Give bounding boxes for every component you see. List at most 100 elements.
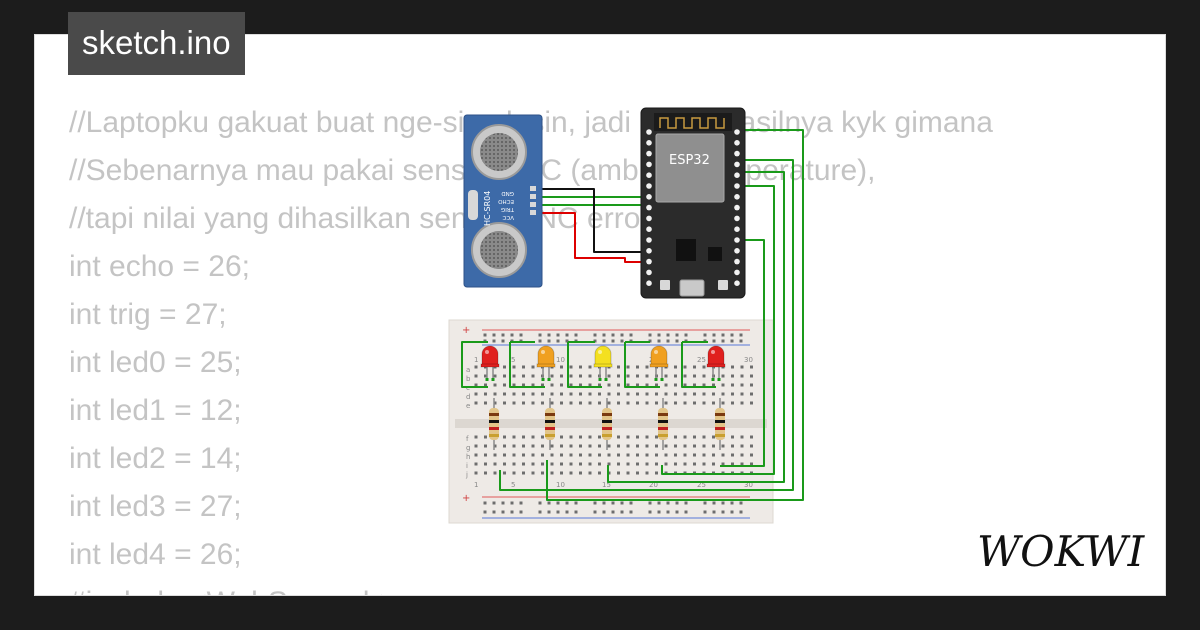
breadboard-hole bbox=[684, 510, 688, 514]
resistor[interactable] bbox=[658, 398, 668, 450]
led-orange[interactable] bbox=[649, 345, 669, 381]
breadboard-hole bbox=[721, 444, 725, 448]
breadboard-hole bbox=[721, 462, 725, 466]
breadboard-hole bbox=[501, 501, 505, 505]
breadboard-hole bbox=[569, 444, 573, 448]
breadboard-hole bbox=[484, 444, 487, 448]
esp32-pin bbox=[734, 150, 740, 157]
breadboard-hole bbox=[645, 462, 649, 466]
breadboard-hole bbox=[674, 444, 677, 448]
esp32-pin bbox=[734, 172, 740, 178]
row-letter: b bbox=[466, 375, 471, 383]
breadboard-hole bbox=[607, 462, 611, 466]
breadboard-hole bbox=[702, 453, 706, 457]
breadboard-hole bbox=[655, 471, 658, 475]
breadboard-hole bbox=[703, 501, 707, 505]
breadboard-hole bbox=[569, 392, 573, 396]
breadboard-hole bbox=[731, 462, 734, 466]
breadboard-hole bbox=[617, 462, 620, 466]
breadboard-hole bbox=[731, 383, 734, 387]
breadboard-hole bbox=[636, 471, 639, 475]
esp32-pin bbox=[646, 269, 652, 276]
esp32-pin bbox=[734, 215, 740, 222]
breadboard-hole bbox=[750, 392, 753, 396]
column-number: 25 bbox=[697, 356, 706, 364]
breadboard-hole bbox=[693, 444, 696, 448]
breadboard-hole bbox=[626, 471, 630, 475]
led-red[interactable] bbox=[706, 345, 726, 381]
breadboard-hole bbox=[484, 462, 487, 466]
wire-red bbox=[534, 212, 650, 263]
breadboard-hole bbox=[598, 401, 601, 405]
esp32-pin bbox=[734, 237, 740, 243]
breadboard-hole bbox=[702, 444, 706, 448]
breadboard-hole bbox=[740, 453, 744, 457]
breadboard-hole bbox=[721, 510, 725, 514]
breadboard-hole bbox=[626, 383, 630, 387]
breadboard-hole bbox=[664, 392, 668, 396]
wire-green bbox=[499, 159, 794, 491]
breadboard-hole bbox=[484, 392, 487, 396]
breadboard-hole bbox=[684, 501, 688, 505]
breadboard-hole bbox=[629, 510, 633, 514]
breadboard-hole bbox=[588, 401, 592, 405]
breadboard-hole bbox=[648, 333, 652, 337]
breadboard-hole bbox=[503, 471, 506, 475]
wire-green bbox=[720, 239, 765, 467]
breadboard-hole bbox=[629, 333, 633, 337]
resistor[interactable] bbox=[715, 398, 725, 450]
breadboard-hole bbox=[712, 401, 715, 405]
filename-tab[interactable]: sketch.ino bbox=[68, 12, 245, 75]
breadboard-hole bbox=[569, 435, 573, 439]
breadboard-hole bbox=[664, 444, 668, 448]
breadboard-hole bbox=[579, 444, 582, 448]
breadboard-hole bbox=[645, 383, 649, 387]
sensor-pin bbox=[530, 202, 536, 207]
esp32-pin bbox=[734, 204, 740, 211]
breadboard-hole bbox=[721, 333, 725, 337]
resistor[interactable] bbox=[602, 398, 612, 450]
led-yellow[interactable] bbox=[593, 345, 613, 381]
breadboard-hole bbox=[674, 392, 677, 396]
esp32-board[interactable]: ESP32 bbox=[640, 107, 746, 299]
breadboard-hole bbox=[607, 444, 611, 448]
breadboard-hole bbox=[474, 374, 478, 378]
breadboard-hole bbox=[492, 510, 496, 514]
breadboard-hole bbox=[547, 510, 551, 514]
breadboard-hole bbox=[541, 444, 544, 448]
column-number: 10 bbox=[556, 356, 565, 364]
breadboard-hole bbox=[541, 471, 544, 475]
column-number: 15 bbox=[602, 481, 611, 489]
led-orange[interactable] bbox=[536, 345, 556, 381]
resistor[interactable] bbox=[489, 398, 499, 450]
wire-green bbox=[607, 171, 785, 483]
led-red[interactable] bbox=[480, 345, 500, 381]
breadboard-hole bbox=[512, 471, 516, 475]
breadboard-hole bbox=[721, 501, 725, 505]
breadboard-hole bbox=[626, 392, 630, 396]
esp32-pin bbox=[646, 258, 652, 265]
breadboard-hole bbox=[503, 392, 506, 396]
breadboard-hole bbox=[712, 453, 715, 457]
breadboard-hole bbox=[702, 383, 706, 387]
breadboard-hole bbox=[657, 501, 661, 505]
esp32-pin bbox=[734, 226, 740, 232]
breadboard-hole bbox=[645, 435, 649, 439]
esp32-pin bbox=[734, 248, 740, 254]
resistor[interactable] bbox=[545, 398, 555, 450]
breadboard-hole bbox=[683, 374, 687, 378]
breadboard-hole bbox=[593, 501, 597, 505]
breadboard-hole bbox=[712, 462, 715, 466]
wire-green bbox=[461, 341, 488, 388]
breadboard-hole bbox=[588, 435, 592, 439]
esp32-pin bbox=[734, 194, 740, 200]
breadboard-hole bbox=[531, 365, 535, 369]
breadboard-hole bbox=[648, 510, 652, 514]
breadboard-hole bbox=[565, 339, 569, 343]
ultrasonic-sensor[interactable]: HC-SR04 GND ECHO TRIG VCC bbox=[463, 114, 543, 288]
breadboard-hole bbox=[750, 453, 753, 457]
breadboard-hole bbox=[588, 444, 592, 448]
breadboard-hole bbox=[664, 453, 668, 457]
breadboard-hole bbox=[531, 383, 535, 387]
breadboard-hole bbox=[550, 401, 554, 405]
